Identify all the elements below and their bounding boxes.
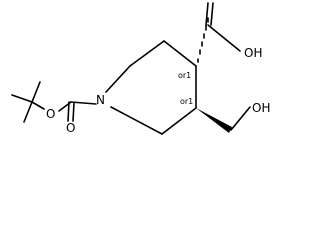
tbu-o-bond [31, 101, 45, 110]
molecule-drawing: N O O OH OH or1 or1 [11, 2, 270, 135]
ring-c5-c6-bond [161, 107, 197, 135]
ester-oxygen-label: O [46, 107, 55, 121]
tbu-methyl-bond-3 [23, 101, 33, 123]
ring-c3-c4-bond [163, 40, 197, 67]
tbu-methyl-bond-1 [11, 94, 33, 103]
hydroxymethyl-hydroxyl-label: OH [252, 101, 270, 115]
acid-hydroxyl-label: OH [244, 46, 262, 60]
solid-wedge-bond [196, 108, 232, 133]
carbonyl-c-o-double-bond-a [67, 101, 70, 122]
acid-c-oh-bond [207, 24, 241, 52]
ring-c6-n-bond [110, 106, 163, 135]
c4-stereo-descriptor: or1 [178, 71, 191, 80]
carbonyl-oxygen-label: O [66, 121, 75, 135]
hydroxymethyl-c-o-bond [230, 106, 251, 131]
ring-c2-c3-bond [129, 40, 165, 67]
nitrogen-label: N [96, 93, 105, 107]
tbu-methyl-bond-2 [31, 81, 41, 103]
ring-n-c2-bond [105, 65, 131, 93]
c3-stereo-descriptor: or1 [180, 97, 193, 106]
acid-c-o-double-bond-a [205, 2, 209, 26]
acid-c-o-double-bond-b [210, 2, 214, 26]
hashed-wedge-bond [197, 17, 209, 63]
carbonyl-c-o-double-bond-b [72, 102, 75, 122]
carbonyl-c-to-n-bond [70, 101, 97, 105]
structure-canvas: N O O OH OH or1 or1 [11, 2, 271, 135]
